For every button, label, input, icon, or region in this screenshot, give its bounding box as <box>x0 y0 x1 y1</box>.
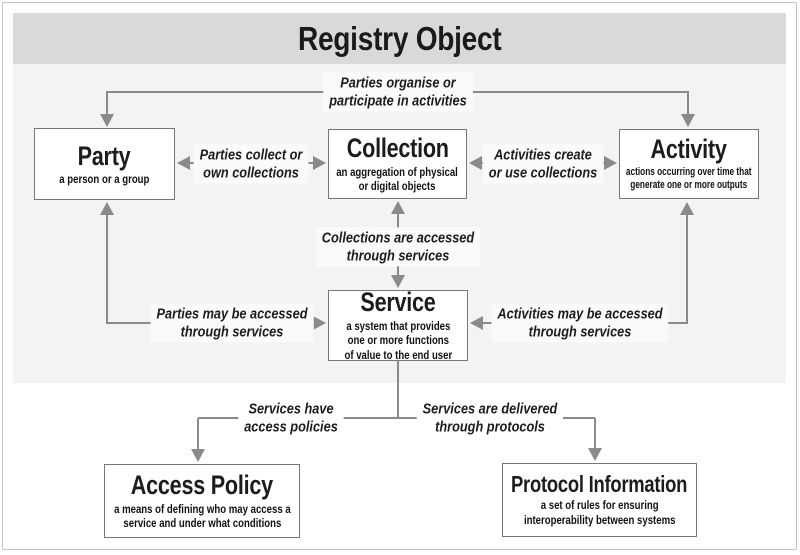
relation-label-party-service: Parties may be accessed through services <box>150 303 314 343</box>
arrowhead-into-party-bottom <box>100 202 114 215</box>
relation-label-activity-service: Activities may be accessed through servi… <box>491 303 669 343</box>
node-service-title: Service <box>360 287 436 318</box>
arrowhead-into-collection-right <box>469 156 482 170</box>
relation-label-party-collection: Parties collect or own collections <box>193 144 309 184</box>
relation-label-party-activity: Parties organise or participate in activ… <box>323 72 473 112</box>
node-party: Party a person or a group <box>34 128 175 200</box>
relation-label-activity-collection: Activities create or use collections <box>482 144 604 184</box>
arrowhead-into-activity-left <box>604 156 617 170</box>
node-protocol-information-title: Protocol Information <box>511 471 688 498</box>
arrowhead-into-protocol-information <box>588 448 602 461</box>
node-party-title: Party <box>78 140 131 171</box>
node-activity-desc: actions occurring over time that generat… <box>626 165 752 192</box>
node-protocol-information: Protocol Information a set of rules for … <box>502 463 697 537</box>
node-protocol-information-desc: a set of rules for ensuring interoperabi… <box>523 498 676 528</box>
arrowheads <box>100 114 695 462</box>
node-collection: Collection an aggregation of physical or… <box>328 129 467 199</box>
arrowhead-into-party-right <box>177 156 190 170</box>
diagram-header: Registry Object <box>13 13 786 64</box>
node-service-desc: a system that provides one or more funct… <box>344 318 452 362</box>
node-collection-title: Collection <box>346 133 449 164</box>
node-access-policy-title: Access Policy <box>130 470 274 501</box>
arrowhead-into-collection-bottom <box>391 201 405 214</box>
node-access-policy: Access Policy a means of defining who ma… <box>104 464 300 538</box>
arrowhead-into-collection-left <box>313 156 326 170</box>
arrowhead-into-service-right <box>470 316 483 330</box>
arrowhead-into-party-top <box>100 114 114 127</box>
relation-label-service-access-policy: Services have access policies <box>238 398 344 438</box>
node-service: Service a system that provides one or mo… <box>328 287 468 362</box>
node-party-desc: a person or a group <box>59 171 150 186</box>
node-collection-desc: an aggregation of physical or digital ob… <box>336 164 459 194</box>
node-access-policy-desc: a means of defining who may access a ser… <box>113 501 291 531</box>
arrowhead-into-service-top <box>391 275 405 288</box>
arrowhead-into-access-policy <box>191 449 205 462</box>
connector-service-children <box>197 361 596 450</box>
arrowhead-into-activity-top <box>681 114 695 127</box>
diagram-title: Registry Object <box>297 19 502 57</box>
arrowhead-into-activity-bottom <box>680 202 694 215</box>
relation-label-service-protocol: Services are delivered through protocols <box>416 398 564 438</box>
relation-label-collection-service: Collections are accessed through service… <box>315 227 481 267</box>
arrowhead-into-service-left <box>313 316 326 330</box>
node-activity: Activity actions occurring over time tha… <box>619 129 759 199</box>
node-activity-title: Activity <box>650 134 728 165</box>
